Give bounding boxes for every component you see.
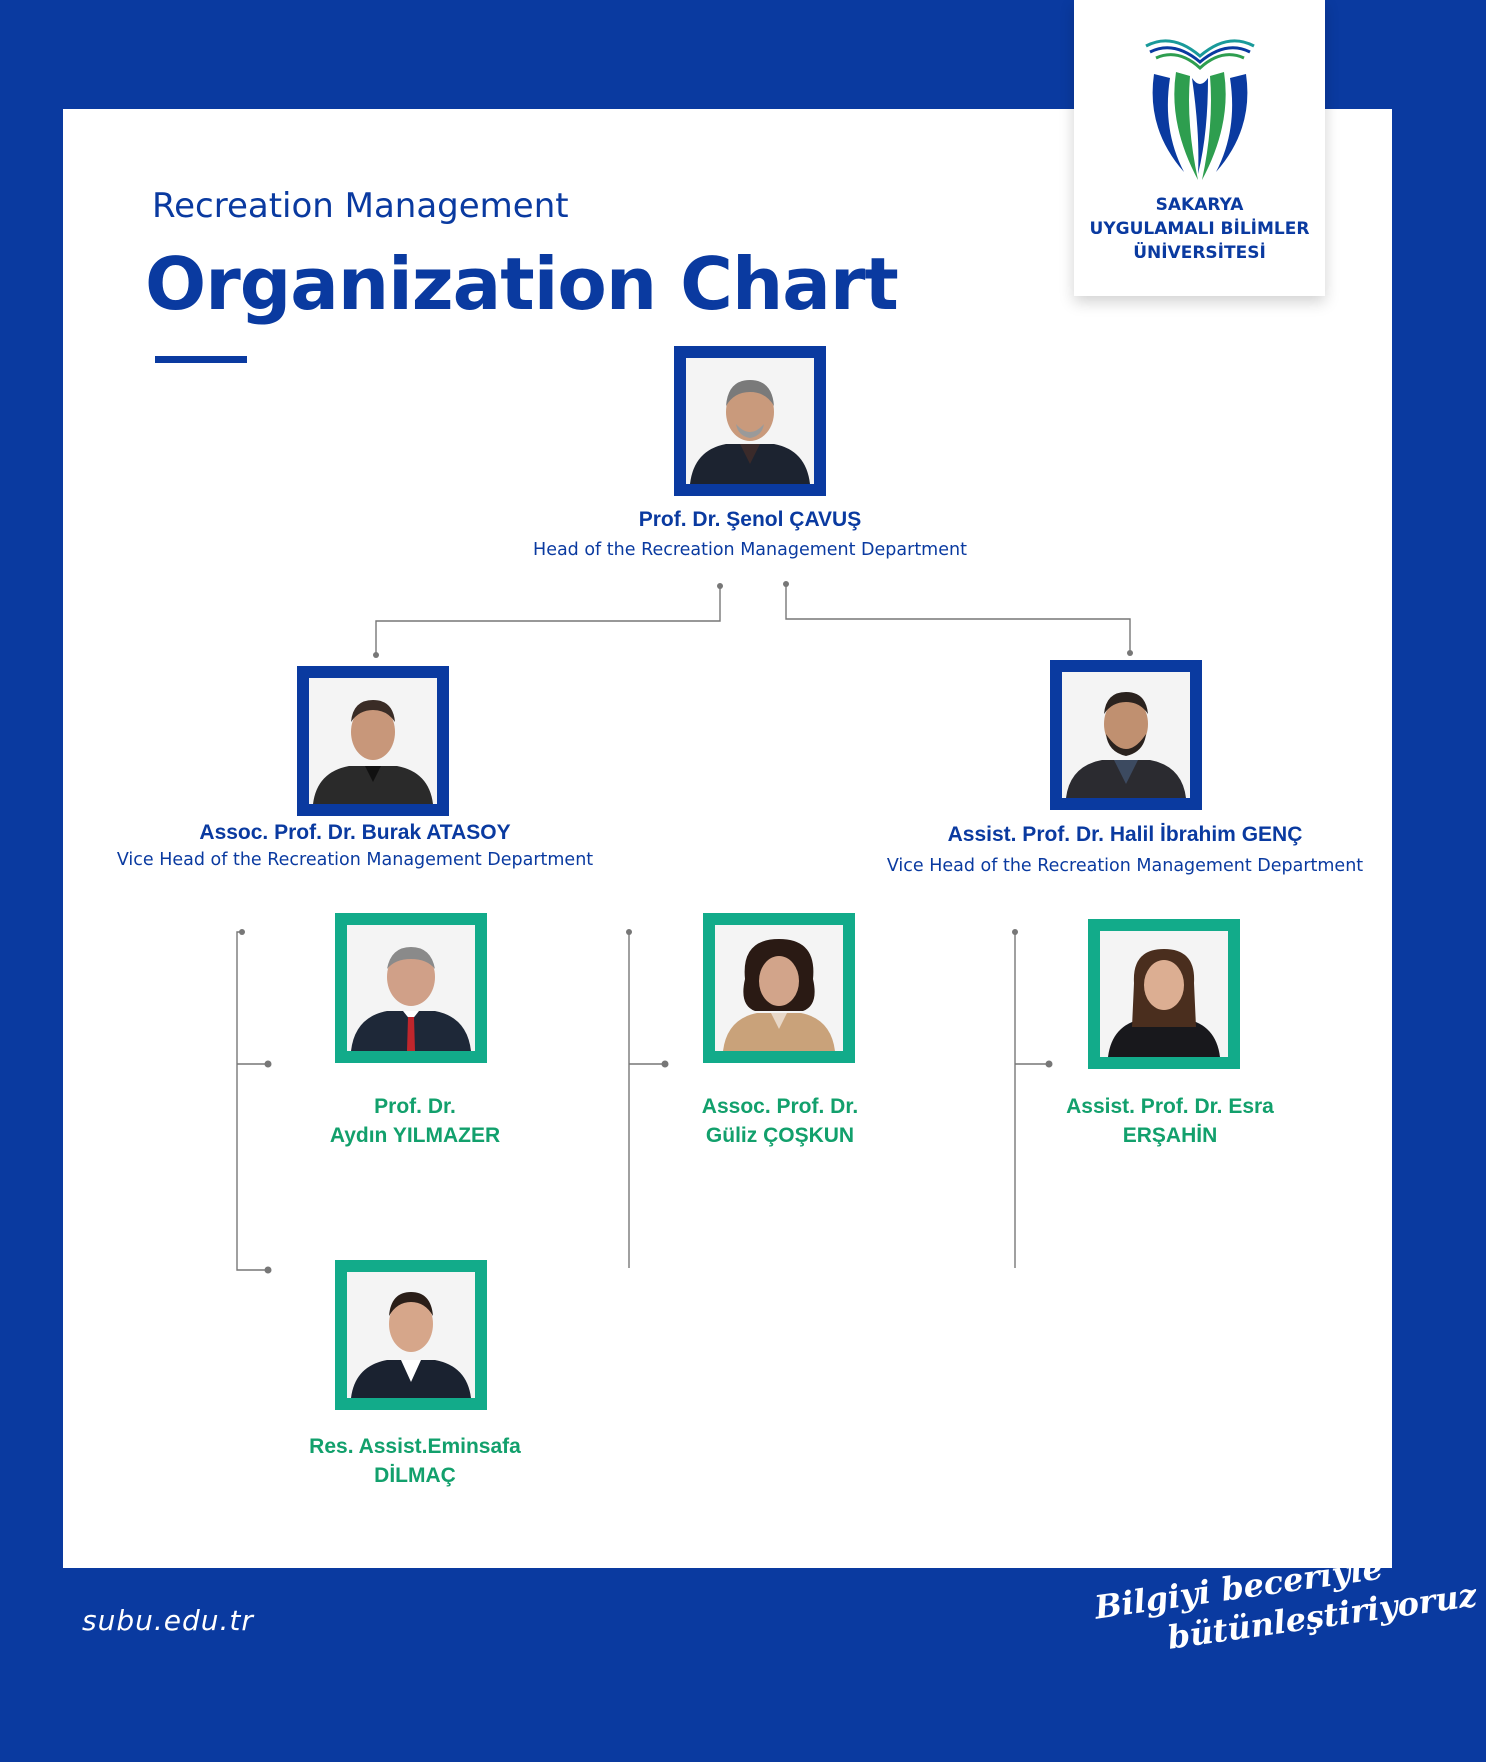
head-role: Head of the Recreation Management Depart… [533,540,967,560]
vice-right-role: Vice Head of the Recreation Management D… [886,856,1364,876]
connector-head-left [375,586,721,655]
person-avatar-icon [347,1272,475,1398]
staff-photo-3 [1088,919,1240,1069]
staff-name-4-line2: DİLMAÇ [374,1464,456,1487]
logo-text-line2: UYGULAMALI BİLİMLER [1089,219,1310,239]
staff-name-3-line1: Assist. Prof. Dr. Esra [1066,1095,1274,1118]
vice-right-name: Assist. Prof. Dr. Halil İbrahim GENÇ [947,823,1303,846]
tulip-logo-icon [1145,39,1255,180]
staff-name-2-line1: Assoc. Prof. Dr. [701,1095,859,1118]
staff-photo-4 [335,1260,487,1410]
staff-photo-1 [335,913,487,1063]
vice-left-photo [297,666,449,816]
footer-url[interactable]: subu.edu.tr [82,1604,254,1637]
page-subtitle: Recreation Management [152,186,569,226]
staff-name-1-line1: Prof. Dr. [374,1095,456,1118]
vice-left-role: Vice Head of the Recreation Management D… [116,850,594,870]
person-avatar-icon [686,358,814,484]
staff-photo-2 [703,913,855,1063]
university-logo: SAKARYA UYGULAMALI BİLİMLER ÜNİVERSİTESİ [1074,0,1325,296]
head-photo [674,346,826,496]
staff-name-3-line2: ERŞAHİN [1122,1124,1218,1147]
person-avatar-icon [1062,672,1190,798]
connector-head-right [785,584,1131,653]
person-avatar-icon [1100,931,1228,1057]
vice-left-name: Assoc. Prof. Dr. Burak ATASOY [199,821,511,844]
logo-text-line1: SAKARYA [1155,195,1244,215]
staff-name-2: Assoc. Prof. Dr. Güliz ÇOŞKUN [630,1092,930,1150]
staff-name-4-line1: Res. Assist.Eminsafa [309,1435,521,1458]
person-avatar-icon [309,678,437,804]
connector-left-branch [236,931,268,1271]
logo-text-line3: ÜNİVERSİTESİ [1133,243,1266,263]
head-name: Prof. Dr. Şenol ÇAVUŞ [638,508,862,531]
staff-name-2-line2: Güliz ÇOŞKUN [705,1124,855,1147]
staff-name-1: Prof. Dr. Aydın YILMAZER [270,1092,560,1150]
vice-right-photo [1050,660,1202,810]
page-title: Organization Chart [145,242,899,326]
person-avatar-icon [347,925,475,1051]
staff-name-3: Assist. Prof. Dr. Esra ERŞAHİN [1020,1092,1320,1150]
staff-name-4: Res. Assist.Eminsafa DİLMAÇ [270,1432,560,1490]
staff-name-1-line2: Aydın YILMAZER [329,1124,501,1147]
title-underline [155,356,247,363]
person-avatar-icon [715,925,843,1051]
